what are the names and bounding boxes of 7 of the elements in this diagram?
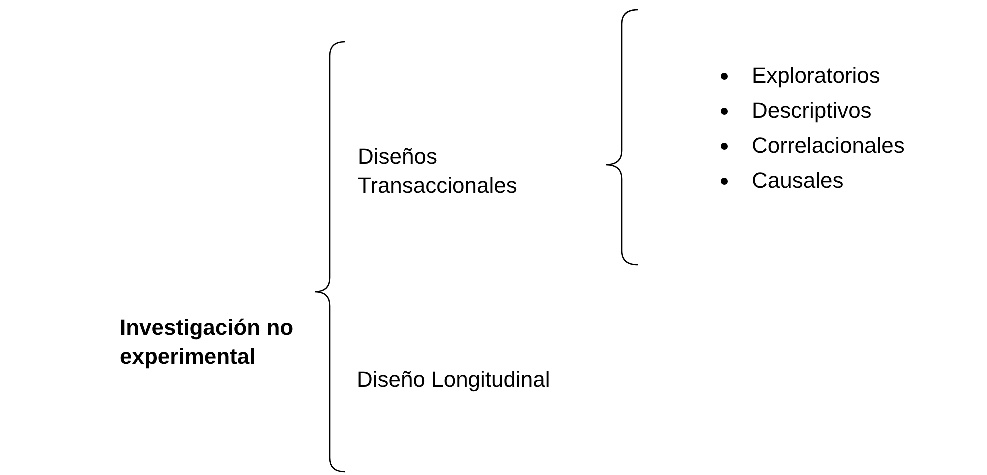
root-heading: Investigación no experimental <box>120 314 295 371</box>
list-item-text: Causales <box>752 167 844 195</box>
category-text: Diseños Transaccionales <box>358 143 518 200</box>
list-item-text: Correlacionales <box>752 132 905 160</box>
list-item-text: Descriptivos <box>752 97 872 125</box>
list-item-text: Exploratorios <box>752 62 880 90</box>
category-text: Diseño Longitudinal <box>357 366 550 394</box>
